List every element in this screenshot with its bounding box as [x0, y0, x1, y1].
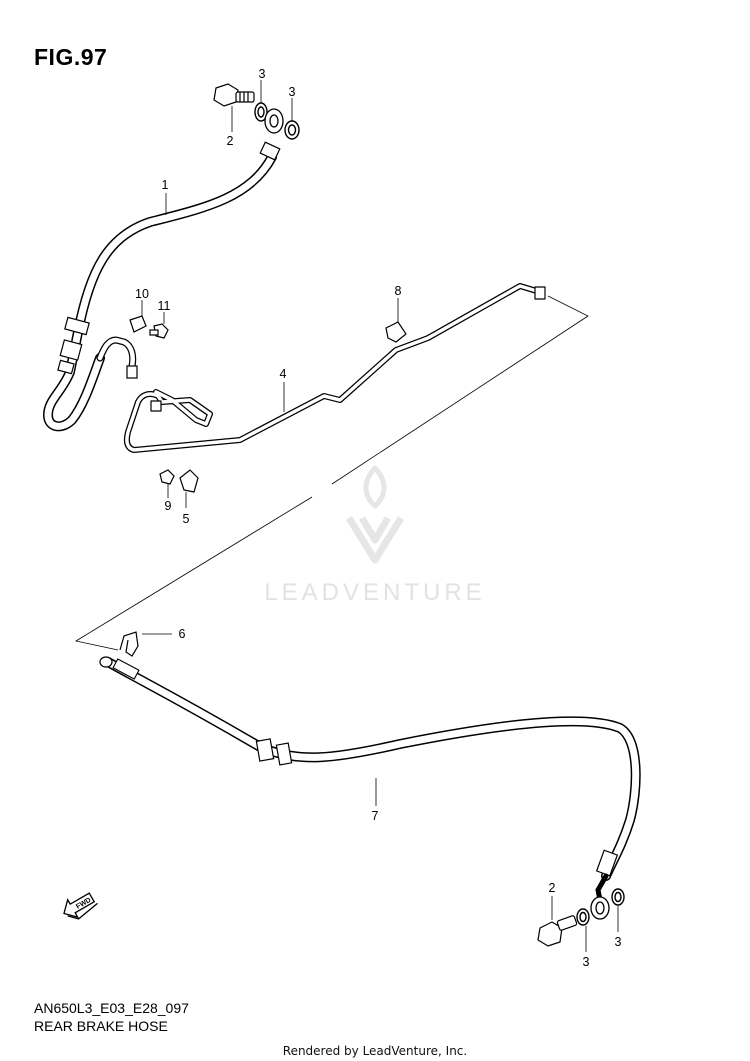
part-3-washer-bottom-b[interactable] [611, 888, 625, 906]
callout-11: 11 [158, 299, 171, 313]
callout-3-top-a: 3 [259, 67, 266, 81]
figure-title: FIG.97 [34, 44, 108, 70]
model-code: AN650L3_E03_E28_097 [34, 1000, 189, 1016]
watermark: LEADVENTURE [264, 465, 485, 606]
callout-2-top: 2 [227, 134, 234, 148]
part-3-washer-bottom-a[interactable] [576, 908, 590, 926]
footer-credit: Rendered by LeadVenture, Inc. [282, 1044, 468, 1058]
callout-4: 4 [280, 367, 287, 381]
fwd-arrow-icon: FWD [63, 892, 98, 920]
watermark-text: LEADVENTURE [264, 579, 485, 606]
part-2-banjo-bolt-top[interactable] [213, 83, 255, 107]
part-3-washer-top-b[interactable] [284, 120, 300, 140]
part-8-clip[interactable] [385, 321, 407, 343]
callout-8: 8 [395, 284, 402, 298]
callout-5: 5 [183, 512, 190, 526]
part-5-clamp[interactable] [179, 469, 199, 493]
callout-1: 1 [162, 178, 169, 192]
part-6-clip[interactable] [119, 631, 139, 657]
part-2-banjo-bolt-bottom[interactable] [537, 915, 578, 947]
part-group-name: REAR BRAKE HOSE [34, 1018, 168, 1034]
part-7-brake-hose[interactable] [99, 656, 641, 903]
callout-2-bottom: 2 [549, 881, 556, 895]
callout-6: 6 [179, 627, 186, 641]
part-1-banjo-fitting-top[interactable] [264, 108, 284, 134]
callout-3-top-b: 3 [289, 85, 296, 99]
assembly-boundary [74, 295, 589, 651]
callout-3-bottom-a: 3 [583, 955, 590, 969]
callout-3-bottom-b: 3 [615, 935, 622, 949]
callout-7: 7 [372, 809, 379, 823]
part-11-bolt[interactable] [149, 323, 169, 339]
part-1-brake-hose[interactable] [42, 141, 281, 432]
leadventure-logo-icon [346, 465, 404, 564]
part-7-banjo-fitting-bottom[interactable] [590, 896, 610, 920]
part-10-clamp[interactable] [129, 315, 147, 333]
callout-9: 9 [165, 499, 172, 513]
part-4-brake-pipe[interactable] [123, 283, 546, 453]
fwd-label: FWD [75, 897, 92, 911]
part-9-bolt[interactable] [159, 469, 175, 485]
callout-10: 10 [135, 287, 149, 301]
